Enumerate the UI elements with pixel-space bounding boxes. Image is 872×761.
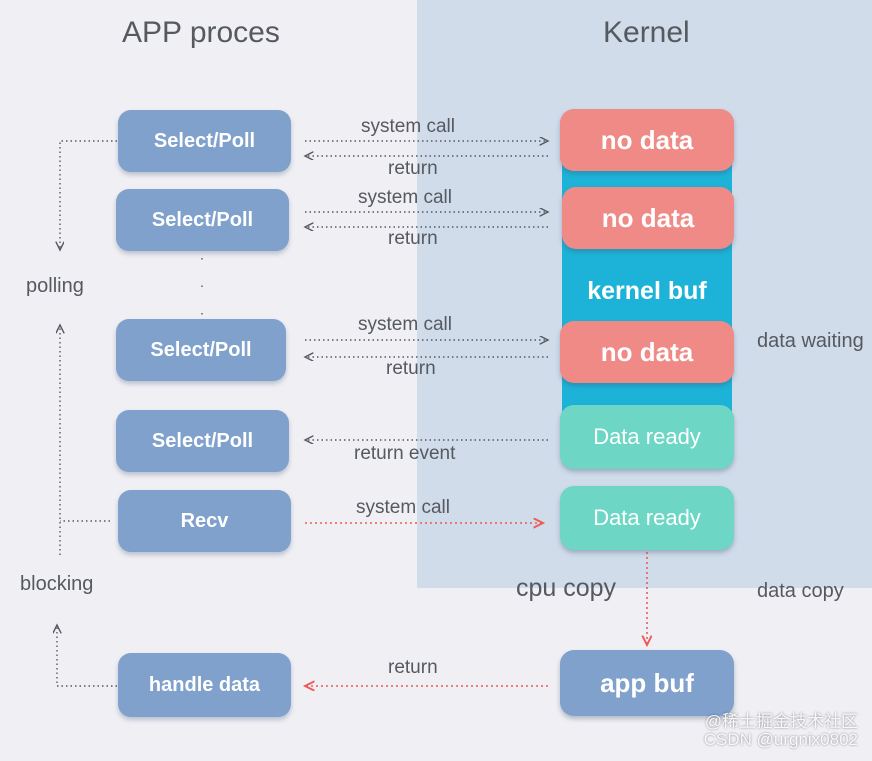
system-call-label-1: system call	[361, 116, 455, 137]
polling-bracket-top	[60, 140, 117, 250]
select-poll-box-2: Select/Poll	[116, 189, 289, 251]
system-call-label-3: system call	[358, 314, 452, 335]
return-label-2: return	[388, 228, 438, 249]
select-poll-box-4: Select/Poll	[116, 410, 289, 472]
data-ready-box-2: Data ready	[560, 486, 734, 550]
data-waiting-label: data waiting	[757, 330, 864, 352]
app-buf-box: app buf	[560, 650, 734, 716]
data-ready-box-1: Data ready	[560, 405, 734, 469]
blocking-label: blocking	[20, 573, 94, 595]
no-data-box-2: no data	[562, 187, 734, 249]
system-call-label-4: system call	[356, 497, 450, 518]
polling-label: polling	[26, 275, 84, 297]
kernel-title: Kernel	[603, 16, 690, 49]
return-label-4: return	[388, 657, 438, 678]
select-poll-box-3: Select/Poll	[116, 319, 286, 381]
data-copy-label: data copy	[757, 580, 844, 602]
watermark-line-2: CSDN @urgnix0802	[703, 730, 858, 749]
kernel-buf-column	[562, 124, 732, 454]
watermark-line-1: @稀土掘金技术社区	[704, 712, 858, 731]
return-label-3: return	[386, 358, 436, 379]
recv-box: Recv	[118, 490, 291, 552]
cpu-copy-label: cpu copy	[516, 574, 617, 602]
handle-data-box: handle data	[118, 653, 291, 717]
blocking-bracket	[57, 625, 117, 687]
select-poll-box-1: Select/Poll	[118, 110, 291, 172]
watermark: @稀土掘金技术社区 CSDN @urgnix0802	[704, 713, 858, 749]
no-data-box-1: no data	[560, 109, 734, 171]
app-process-title: APP proces	[122, 16, 280, 49]
return-event-label: return event	[354, 443, 456, 464]
no-data-box-3: no data	[560, 321, 734, 383]
return-label-1: return	[388, 158, 438, 179]
kernel-buf-label: kernel buf	[587, 277, 707, 305]
system-call-label-2: system call	[358, 187, 452, 208]
